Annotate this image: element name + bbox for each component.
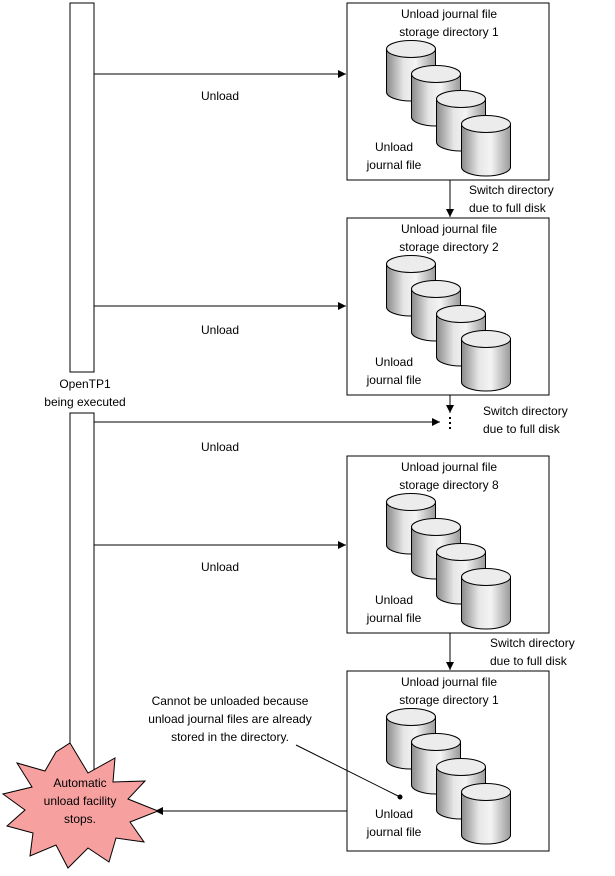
journal-file-label-2-line2: journal file [366, 373, 422, 387]
journal-file-label-1: Unload journal file [354, 138, 434, 174]
switch-label-3: Switch directory due to full disk [490, 634, 575, 670]
stop-burst-label: Automatic unload facility stops. [20, 774, 140, 828]
journal-file-label-8: Unload journal file [354, 591, 434, 627]
journal-file-label-1-line1: Unload [374, 140, 414, 154]
directory-title-1: Unload journal file storage directory 1 [349, 5, 549, 41]
unload-label-2: Unload [200, 323, 240, 337]
annotation-pointer [295, 744, 401, 798]
unload-label-4: Unload [200, 560, 240, 574]
switch-label-2: Switch directory due to full disk [483, 402, 568, 438]
switch-label-2-line2: due to full disk [483, 422, 560, 436]
directory-title-8-line1: Unload journal file [400, 460, 498, 474]
directory-title-1-again-line1: Unload journal file [400, 675, 498, 689]
directory-title-2-line2: storage directory 2 [399, 240, 499, 254]
process-label: OpenTP1 being executed [30, 375, 140, 411]
unload-label-3: Unload [200, 440, 240, 454]
process-bar-lower [69, 412, 95, 774]
journal-file-label-1-line2: journal file [366, 158, 422, 172]
directory-title-1-again-line2: storage directory 1 [399, 693, 499, 707]
cannot-unload-annotation: Cannot be unloaded because unload journa… [130, 692, 330, 746]
journal-file-label-1-again-line2: journal file [366, 825, 422, 839]
journal-file-label-8-line2: journal file [366, 611, 422, 625]
continuation-dots [449, 417, 451, 429]
switch-label-1-line1: Switch directory [469, 183, 554, 197]
stop-burst-shape [1, 742, 160, 869]
switch-label-1-line2: due to full disk [469, 201, 546, 215]
stop-burst-line1: Automatic [53, 776, 107, 790]
directory-title-2: Unload journal file storage directory 2 [349, 220, 549, 256]
switch-label-3-line2: due to full disk [490, 654, 567, 668]
directory-title-2-line1: Unload journal file [400, 222, 498, 236]
journal-file-label-1-again: Unload journal file [354, 805, 434, 841]
journal-file-label-2: Unload journal file [354, 353, 434, 389]
process-label-line1: OpenTP1 [59, 377, 111, 391]
switch-label-1: Switch directory due to full disk [469, 181, 554, 217]
annotation-line1: Cannot be unloaded because [151, 694, 309, 708]
journal-file-label-1-again-line1: Unload [374, 807, 414, 821]
annotation-line3: stored in the directory. [171, 730, 289, 744]
directory-title-1-line2: storage directory 1 [399, 25, 499, 39]
annotation-dot [397, 794, 403, 800]
unload-label-1: Unload [200, 89, 240, 103]
directory-title-1-line1: Unload journal file [400, 7, 498, 21]
directory-title-8: Unload journal file storage directory 8 [349, 458, 549, 494]
directory-title-8-line2: storage directory 8 [399, 478, 499, 492]
journal-file-label-8-line1: Unload [374, 593, 414, 607]
annotation-line2: unload journal files are already [148, 712, 312, 726]
switch-label-3-line1: Switch directory [490, 636, 575, 650]
switch-label-2-line1: Switch directory [483, 404, 568, 418]
stop-burst-line2: unload facility [43, 794, 117, 808]
directory-title-1-again: Unload journal file storage directory 1 [349, 673, 549, 709]
journal-file-label-2-line1: Unload [374, 355, 414, 369]
stop-burst-line3: stops. [63, 812, 96, 826]
process-bar-upper [69, 2, 95, 373]
process-label-line2: being executed [44, 395, 126, 409]
